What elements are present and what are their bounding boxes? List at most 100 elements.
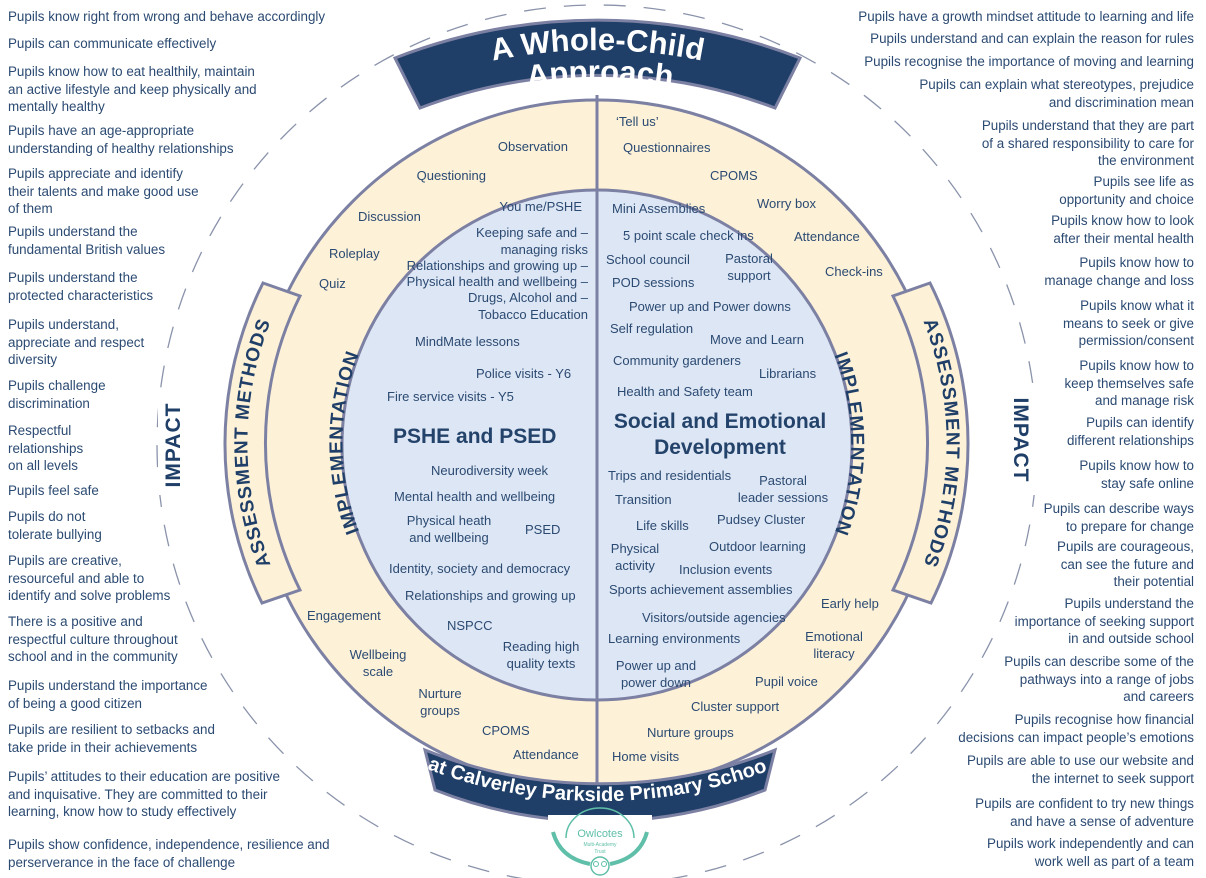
impact-item-right: Pupils are courageous, can see the futur… (1057, 539, 1194, 589)
assessment-item: Check-ins (825, 264, 883, 279)
assessment-item: Nurture groups (647, 725, 734, 740)
assessment-tab-left (223, 281, 303, 605)
pshe-item: Identity, society and democracy (389, 561, 571, 576)
assessment-item: Pupil voice (755, 674, 818, 689)
impact-item-left: Pupils understand, appreciate and respec… (8, 317, 145, 367)
assessment-item: Wellbeing scale (349, 647, 407, 679)
pshe-item: Police visits - Y6 (476, 366, 572, 381)
owl-icon (590, 856, 610, 876)
assessment-item: ‘Tell us’ (616, 114, 659, 129)
impact-item-left: Pupils appreciate and identify their tal… (8, 166, 199, 216)
assessment-item: Discussion (358, 209, 421, 224)
impact-item-right: Pupils can describe ways to prepare for … (1043, 501, 1194, 534)
pshe-item: Drugs, Alcohol and – Tobacco Education (468, 290, 588, 322)
sed-item: Sports achievement assemblies (609, 582, 793, 597)
impact-item-right: Pupils know how to keep themselves safe … (1064, 358, 1194, 408)
sed-item: 5 point scale check ins (623, 228, 754, 243)
impact-item-right: Pupils see life as opportunity and choic… (1059, 174, 1194, 207)
pshe-item: Physical heath and wellbeing (406, 513, 492, 545)
sed-item: POD sessions (612, 275, 695, 290)
pshe-item: NSPCC (447, 618, 493, 633)
assessment-item: Attendance (513, 747, 579, 762)
sed-item: Life skills (636, 518, 689, 533)
sed-item: School council (606, 252, 690, 267)
assessment-item: CPOMS (482, 723, 530, 738)
impact-item-right: Pupils work independently and can work w… (987, 836, 1194, 869)
sed-item: Inclusion events (679, 562, 773, 577)
impact-item-left: Pupils know right from wrong and behave … (8, 9, 326, 24)
impact-item-right: Pupils understand that they are part of … (981, 118, 1194, 168)
impact-item-left: Pupils’ attitudes to their education are… (8, 769, 280, 819)
sed-item: Power up and power down (615, 658, 697, 690)
pshe-heading: PSHE and PSED (393, 425, 557, 448)
assessment-item: CPOMS (710, 168, 758, 183)
svg-text:Owlcotes: Owlcotes (577, 828, 623, 840)
sed-item: Physical activity (610, 541, 660, 573)
sed-item: Transition (615, 492, 672, 507)
impact-item-left: Pupils know how to eat healthily, mainta… (8, 64, 257, 114)
impact-item-right: Pupils know how to manage change and los… (1044, 255, 1194, 288)
pshe-item: Mental health and wellbeing (394, 489, 556, 504)
pshe-item: You me/PSHE (499, 199, 582, 214)
impact-item-right: Pupils are able to use our website and t… (966, 753, 1194, 786)
sed-item: Move and Learn (710, 332, 804, 347)
pshe-item: Keeping safe and – managing risks (475, 225, 588, 257)
title-banner (392, 18, 803, 110)
footer-banner (422, 747, 778, 823)
impact-item-right: Pupils know how to stay safe online (1079, 458, 1194, 491)
sed-item: Learning environments (608, 631, 741, 646)
sed-item: Pudsey Cluster (717, 512, 806, 527)
impact-item-right: Pupils know what it means to seek or giv… (1063, 298, 1194, 348)
sed-item: Health and Safety team (617, 384, 753, 399)
impact-item-right: Pupils recognise how financial decisions… (958, 712, 1194, 745)
impact-item-left: There is a positive and respectful cultu… (8, 614, 178, 664)
sed-item: Mini Assemblies (612, 201, 706, 216)
impact-item-left: Pupils show confidence, independence, re… (8, 837, 330, 870)
impact-item-right: Pupils can identify different relationsh… (1066, 415, 1194, 448)
assessment-item: Questionnaires (623, 140, 711, 155)
assessment-item: Early help (821, 596, 879, 611)
svg-text:Trust: Trust (594, 849, 606, 855)
impact-label-left: IMPACT (162, 403, 185, 488)
sed-item: Outdoor learning (709, 539, 806, 554)
impact-item-left: Pupils have an age-appropriate understan… (8, 123, 234, 156)
impact-item-left: Pupils are resilient to setbacks and tak… (8, 722, 215, 755)
pshe-item: PSED (525, 522, 561, 537)
pshe-item: Reading high quality texts (502, 639, 580, 671)
assessment-item: Emotional literacy (805, 629, 863, 661)
assessment-tab-right (890, 281, 970, 605)
sed-item: Power up and Power downs (629, 299, 791, 314)
impact-item-left: Pupils understand the fundamental Britis… (8, 224, 166, 257)
impact-item-left: Respectful relationships on all levels (8, 423, 84, 473)
assessment-item: Worry box (757, 196, 816, 211)
assessment-item: Quiz (319, 276, 346, 291)
sed-item: Pastoral leader sessions (737, 473, 829, 505)
sed-item: Trips and residentials (608, 468, 732, 483)
assessment-item: Home visits (612, 749, 680, 764)
impact-item-left: Pupils challenge discrimination (8, 378, 106, 411)
impact-item-left: Pupils feel safe (8, 483, 99, 498)
owlcotes-logo: Owlcotes Multi-Academy Trust (548, 807, 652, 878)
assessment-item: Roleplay (329, 246, 380, 261)
impact-label-right: IMPACT (1009, 398, 1032, 483)
sed-item: Visitors/outside agencies (642, 610, 786, 625)
pshe-item: Neurodiversity week (431, 463, 549, 478)
assessment-item: Attendance (794, 229, 860, 244)
pshe-item: Relationships and growing up – (406, 258, 588, 273)
pshe-item: Physical health and wellbeing – (406, 274, 588, 289)
pshe-item: Relationships and growing up (405, 588, 576, 603)
assessment-item: Engagement (307, 608, 381, 623)
sed-item: Librarians (759, 366, 817, 381)
sed-heading: Social and Emotional Development (613, 410, 827, 459)
assessment-item: Cluster support (691, 699, 780, 714)
svg-text:Multi-Academy: Multi-Academy (583, 842, 617, 848)
impact-item-right: Pupils know how to look after their ment… (1051, 213, 1194, 246)
impact-item-left: Pupils understand the importance of bein… (8, 678, 208, 711)
assessment-item: Observation (497, 139, 568, 154)
sed-item: Self regulation (610, 321, 694, 336)
impact-item-right: Pupils understand the importance of seek… (1014, 596, 1194, 646)
impact-item-right: Pupils can explain what stereotypes, pre… (919, 77, 1194, 110)
impact-item-right: Pupils recognise the importance of movin… (864, 54, 1194, 69)
assessment-item: Nurture groups (418, 686, 462, 718)
